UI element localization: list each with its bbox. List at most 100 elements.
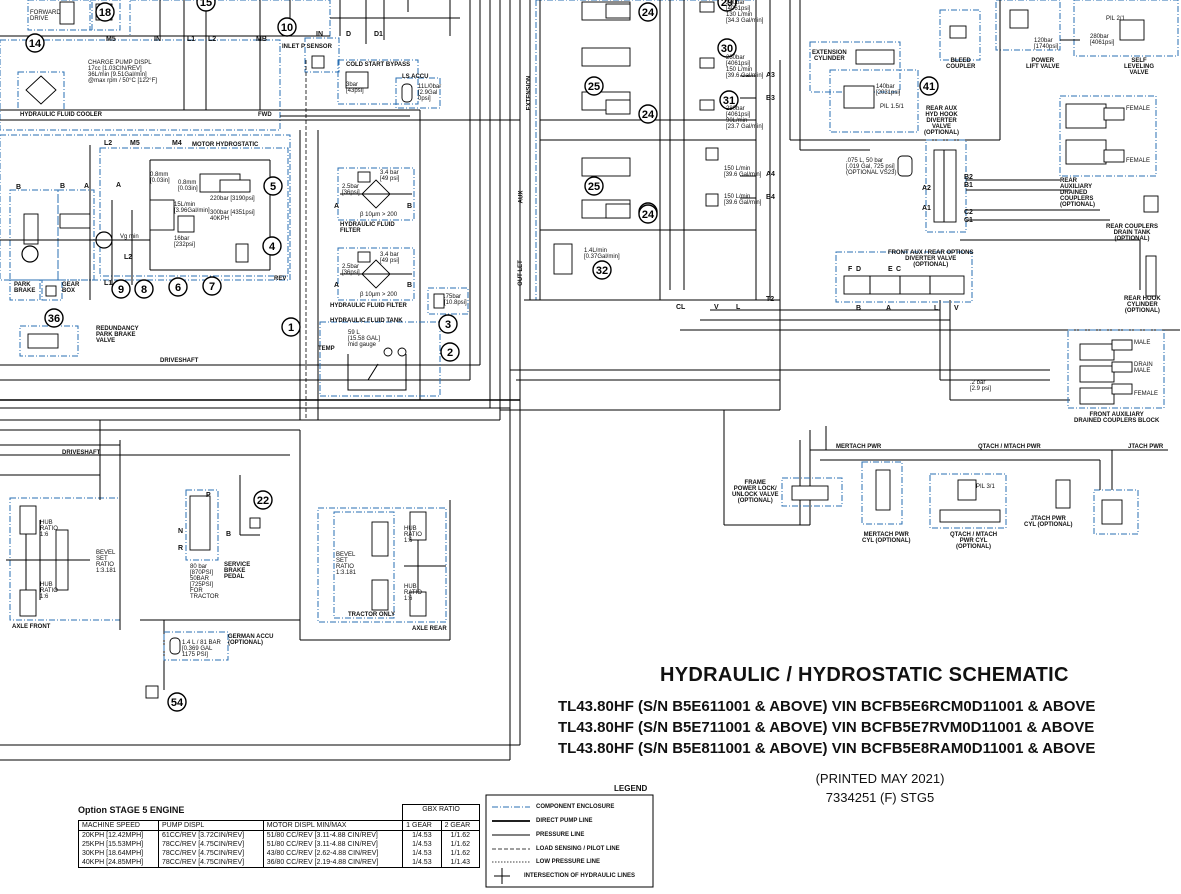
pil-31-label: PIL 3/1 — [976, 484, 995, 490]
qtach-mtach-label: QTACH / MTACH PWR — [978, 444, 1041, 450]
hub-ratio-rear-label: HUB RATIO 1:6 — [404, 526, 422, 544]
option-table-row: 40KPH [24.85MPH]78CC/REV [4.75CIN/REV]36… — [77, 858, 481, 868]
option-table-caption: Option STAGE 5 ENGINE — [78, 805, 185, 815]
callout-circle — [438, 314, 458, 334]
callout-number: 2 — [447, 347, 453, 359]
a4-flow-label: 150 L/min [39.6 Gal/min] — [724, 166, 762, 178]
callout-number: 25 — [588, 181, 600, 193]
port-label: B — [16, 184, 22, 191]
model-line-1: TL43.80HF (S/N B5E611001 & ABOVE) VIN BC… — [558, 698, 1096, 715]
port-label: V — [714, 304, 719, 311]
port-label: P — [206, 492, 211, 499]
port-label: L2 — [104, 140, 113, 147]
option-table-cell: 78CC/REV [4.75CIN/REV] — [158, 858, 264, 868]
mertach-cyl-label: MERTACH PWR CYL (OPTIONAL) — [862, 532, 911, 544]
qtach-cyl-label: QTACH / MTACH PWR CYL (OPTIONAL) — [950, 532, 998, 550]
callout-number: 36 — [48, 313, 60, 325]
park-brake-label: PARK BRAKE — [14, 282, 36, 294]
port-label: L1 — [187, 36, 196, 43]
callout-number: 24 — [642, 109, 655, 121]
port-label: B — [226, 531, 232, 538]
jtach-cyl-label: JTACH PWR CYL (OPTIONAL) — [1024, 516, 1073, 528]
port-label: L2 — [124, 254, 133, 261]
callout-circle — [167, 692, 187, 712]
option-table-body: 20KPH [12.42MPH]61CC/REV [3.72CIN/REV]51… — [77, 830, 481, 868]
tractor-only-label: TRACTOR ONLY — [348, 612, 396, 618]
col-machine-speed: MACHINE SPEED — [77, 820, 160, 831]
callout-number: 8 — [141, 284, 147, 296]
rear-couplers-drain-label: REAR COUPLERS DRAIN TANK (OPTIONAL) — [1106, 224, 1159, 242]
option-table-cell: 1/1.43 — [440, 858, 481, 868]
hub-ratio-front-2-label: HUB RATIO 1:6 — [40, 582, 58, 600]
hub-ratio-rear-2-label: HUB RATIO 1:6 — [404, 584, 422, 602]
ext-140-label: 140bar [2031psi] — [876, 84, 901, 96]
hub-ratio-front-label: HUB RATIO 1:6 — [40, 520, 58, 538]
port-label: A2 — [922, 185, 931, 192]
port-label: C1 — [964, 217, 973, 224]
orifice-1-label: 0.8mm [0.03in] — [150, 172, 170, 184]
option-table-cell: 61CC/REV [3.72CIN/REV] — [158, 830, 264, 840]
vg-min-label: Vg min — [120, 234, 139, 240]
port-label: C — [896, 266, 902, 273]
rear-hook-label: REAR HOOK CYLINDER (OPTIONAL) — [1124, 296, 1161, 314]
callout-number: 24 — [642, 7, 655, 19]
driveshaft-label: DRIVESHAFT — [160, 358, 199, 364]
callout-number: 4 — [269, 241, 276, 253]
option-table-cell: 43/80 CC/REV [2.62-4.88 CIN/REV] — [262, 849, 404, 858]
rear-aux-couplers-label: REAR AUXILIARY DRAINED COUPLERS (OPTIONA… — [1060, 178, 1095, 208]
service-brake-label: SERVICE BRAKE PEDAL — [224, 562, 251, 580]
callout-number: 41 — [923, 81, 935, 93]
pil-21-label: PIL 2/1 — [1106, 16, 1125, 22]
callout-circle — [638, 204, 658, 224]
aux-label: AUX — [518, 190, 525, 204]
drain-male-label: DRAIN MALE — [1134, 362, 1153, 374]
inlet-p-sensor-label: INLET P SENSOR — [282, 44, 332, 50]
option-table-row: 25KPH [15.53MPH]78CC/REV [4.75CIN/REV]51… — [77, 840, 481, 849]
hyd-filter-1-label: HYDRAULIC FLUID FILTER — [340, 222, 395, 234]
col-pump-displ: PUMP DISPL — [158, 820, 264, 831]
callout-circle — [134, 279, 154, 299]
german-accu-value: 1.4 L / 81 BAR [0.369 GAL 1175 PSI] — [182, 640, 221, 658]
rev-label: REV — [274, 276, 287, 282]
port-label: CL — [676, 304, 686, 311]
relief-220-label: 220bar [3190psi] — [210, 196, 255, 202]
callout-circle — [919, 76, 939, 96]
bevel-rear-label: BEVEL SET RATIO 1:3.181 — [336, 552, 357, 576]
port-label: A — [886, 305, 892, 312]
col-1-gear: 1 GEAR — [402, 820, 442, 831]
gear-box-label: GEAR BOX — [62, 282, 80, 294]
callout-circle — [25, 33, 45, 53]
bleed-coupler-label: BLEED COUPLER — [946, 58, 976, 70]
legend-item-load-sensing: LOAD SENSING / PILOT LINE — [536, 846, 620, 852]
filter-1-b: 3.4 bar [49 psi] — [380, 170, 400, 182]
callout-circle — [638, 2, 658, 22]
legend-item-intersection: INTERSECTION OF HYDRAULIC LINES — [524, 873, 636, 879]
option-table-cell: 1/1.62 — [440, 849, 481, 858]
callout-number: 22 — [257, 495, 269, 507]
relief-300-label: 300bar [4351psi] 40KPH — [210, 210, 255, 222]
port-label: L2 — [208, 36, 217, 43]
option-table-cell: 78CC/REV [4.75CIN/REV] — [158, 840, 264, 849]
option-table-row: 20KPH [12.42MPH]61CC/REV [3.72CIN/REV]51… — [77, 830, 481, 840]
port-label: E — [888, 266, 893, 273]
filter-2-enclosure — [337, 247, 415, 301]
port-label: F — [848, 266, 853, 273]
tank-75-label: .75bar [10.8psi] — [444, 294, 467, 306]
callout-number: 6 — [175, 282, 181, 294]
port-label: B1 — [964, 182, 973, 189]
port-label: M5 — [106, 36, 116, 43]
printed-date: (PRINTED MAY 2021) — [815, 771, 945, 786]
filter-2-a: 2.5bar [36psi] — [342, 264, 360, 276]
bar-16-label: 16bar [232psi] — [174, 236, 196, 248]
valve-29-label: 280bar [4061psi] 130 L/min [34.3 Gal/min… — [726, 0, 764, 24]
callout-number: 30 — [721, 43, 733, 55]
option-table-cell: 20KPH [12.42MPH] — [77, 830, 160, 840]
legend-item-direct-pump: DIRECT PUMP LINE — [536, 818, 593, 824]
option-table-cell: 1/1.62 — [440, 840, 481, 849]
power-lift-value: 120bar [1740psi] — [1034, 38, 1059, 50]
callout-circle — [584, 76, 604, 96]
callout-number: 14 — [29, 38, 42, 50]
callout-number: 25 — [588, 81, 600, 93]
front-aux-couplers-label: FRONT AUXILIARY DRAINED COUPLERS BLOCK — [1074, 412, 1160, 424]
